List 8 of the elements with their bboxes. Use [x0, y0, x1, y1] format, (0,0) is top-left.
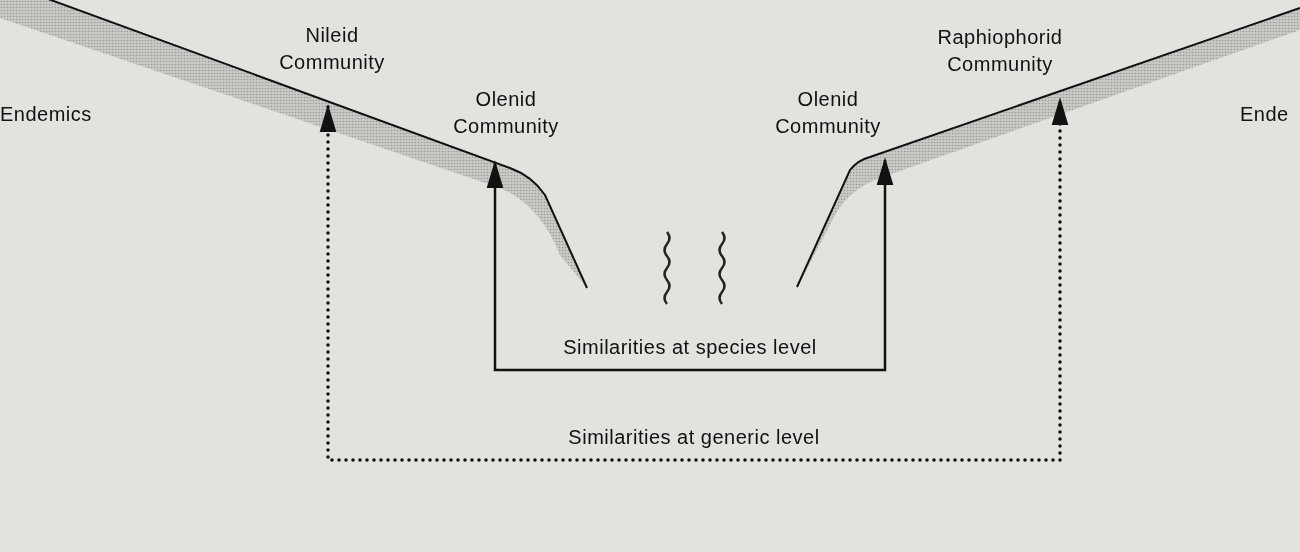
region-label: Endemics — [0, 103, 92, 126]
community-label: Olenid Community — [774, 87, 882, 139]
region-label: Ende — [1240, 103, 1289, 126]
community-label: Raphiophorid Community — [936, 25, 1064, 77]
community-label: Olenid Community — [452, 87, 560, 139]
community-label: Nileid Community — [278, 23, 386, 75]
arrow — [486, 157, 894, 372]
dotted-arrow — [319, 97, 1069, 462]
